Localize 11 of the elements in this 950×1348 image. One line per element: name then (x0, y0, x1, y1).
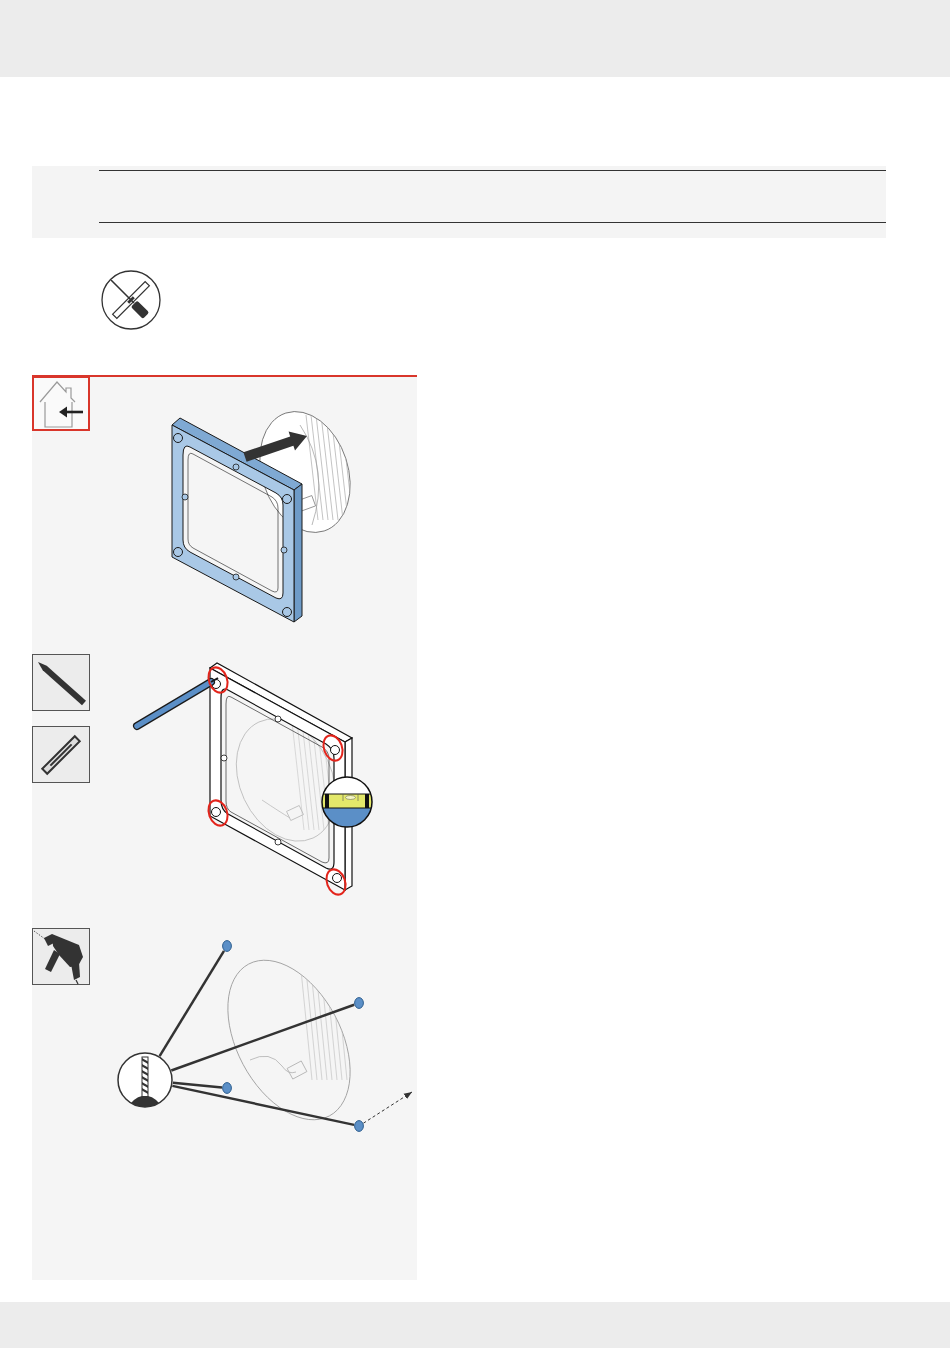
drill-bit-magnifier (117, 1052, 173, 1108)
drill-hole-marker (222, 940, 232, 952)
spirit-level-magnifier (321, 776, 373, 828)
drill-hole-marker (222, 1082, 232, 1094)
dashed-arrow (362, 1091, 413, 1124)
leader-line (172, 1081, 223, 1089)
leader-line (172, 1084, 355, 1127)
leader-line (158, 950, 226, 1057)
leader-line (170, 1003, 355, 1072)
drill-hole-marker (354, 997, 364, 1009)
drill-hole-marker (354, 1120, 364, 1132)
